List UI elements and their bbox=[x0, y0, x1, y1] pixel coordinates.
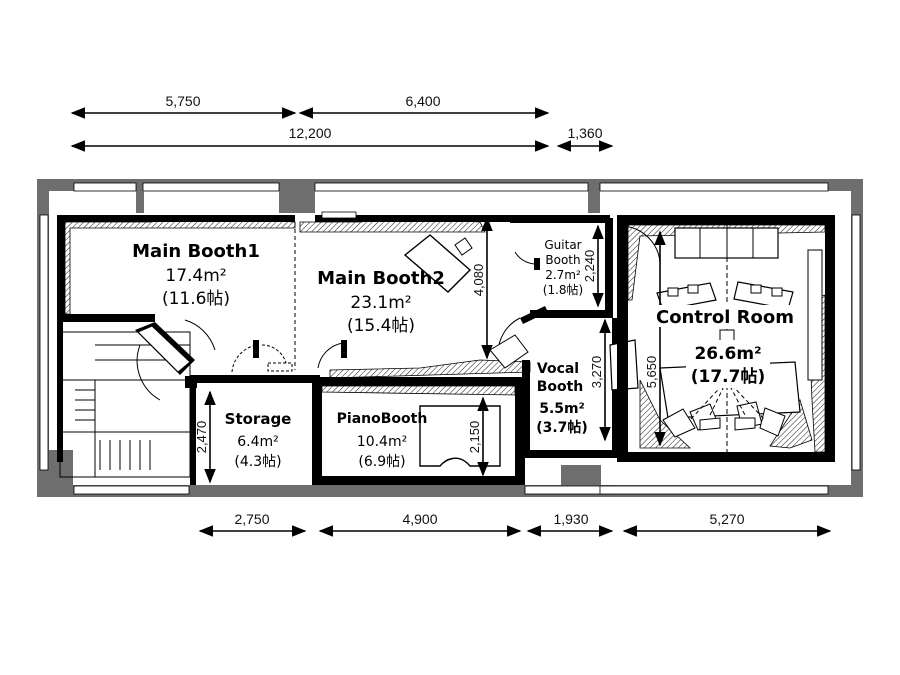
piano-booth: 2,150 PianoBooth 10.4m² (6.9帖) bbox=[312, 377, 525, 485]
main-booth2: 4,080 Main Booth2 23.1m² (15.4帖) bbox=[299, 211, 548, 379]
control-room-area: 26.6m² bbox=[694, 344, 761, 364]
guitar-booth-area: 2.7m² bbox=[545, 268, 581, 282]
dim-1930: 1,930 bbox=[553, 511, 588, 527]
vocal-booth-name-1: Vocal bbox=[537, 361, 579, 377]
guitar-booth-name-2: Booth bbox=[545, 253, 580, 267]
dim-2470: 2,470 bbox=[194, 421, 209, 454]
dim-4080: 4,080 bbox=[471, 264, 486, 297]
dim-5270: 5,270 bbox=[709, 511, 744, 527]
dim-4900: 4,900 bbox=[402, 511, 437, 527]
storage-room: 2,470 Storage 6.4m² (4.3帖) bbox=[190, 375, 320, 485]
control-room: 5,650 Control Room 26.6m² (17.7帖) bbox=[617, 215, 835, 462]
dim-3270: 3,270 bbox=[589, 356, 604, 389]
dim-12200: 12,200 bbox=[289, 125, 332, 141]
dim-5750: 5,750 bbox=[165, 93, 200, 109]
piano-booth-name: PianoBooth bbox=[337, 411, 428, 427]
main-booth1: Main Booth1 17.4m² (11.6帖) bbox=[57, 215, 296, 370]
storage-name: Storage bbox=[225, 410, 292, 428]
dimension-lines-bottom: 2,750 4,900 1,930 5,270 bbox=[198, 511, 832, 537]
control-room-name: Control Room bbox=[656, 307, 794, 328]
piano-booth-tatami: (6.9帖) bbox=[358, 454, 405, 470]
main-booth1-tatami: (11.6帖) bbox=[162, 289, 230, 309]
guitar-booth-name-1: Guitar bbox=[544, 238, 581, 252]
guitar-booth: 2,240 Guitar Booth 2.7m² (1.8帖) bbox=[510, 215, 613, 318]
main-booth2-tatami: (15.4帖) bbox=[347, 316, 415, 336]
main-booth1-name: Main Booth1 bbox=[132, 241, 260, 262]
dim-6400: 6,400 bbox=[405, 93, 440, 109]
vocal-booth-tatami: (3.7帖) bbox=[536, 419, 588, 436]
dim-2240: 2,240 bbox=[582, 250, 597, 283]
dimension-lines-top: 5,750 6,400 12,200 1,360 bbox=[70, 93, 614, 152]
storage-tatami: (4.3帖) bbox=[234, 454, 281, 470]
vocal-booth-area: 5.5m² bbox=[539, 401, 585, 417]
main-booth1-area: 17.4m² bbox=[165, 266, 226, 286]
lobby-doors bbox=[231, 340, 293, 373]
main-booth2-area: 23.1m² bbox=[350, 293, 411, 313]
control-room-tatami: (17.7帖) bbox=[691, 366, 765, 387]
dim-5650: 5,650 bbox=[644, 356, 659, 389]
dim-2750: 2,750 bbox=[234, 511, 269, 527]
vocal-booth-name-2: Booth bbox=[537, 379, 584, 395]
door-booth1 bbox=[135, 319, 216, 401]
storage-area: 6.4m² bbox=[237, 434, 279, 450]
dim-2150: 2,150 bbox=[467, 421, 482, 454]
main-booth2-name: Main Booth2 bbox=[317, 268, 445, 289]
guitar-booth-tatami: (1.8帖) bbox=[543, 282, 583, 297]
dim-1360: 1,360 bbox=[567, 125, 602, 141]
piano-booth-area: 10.4m² bbox=[357, 434, 407, 450]
